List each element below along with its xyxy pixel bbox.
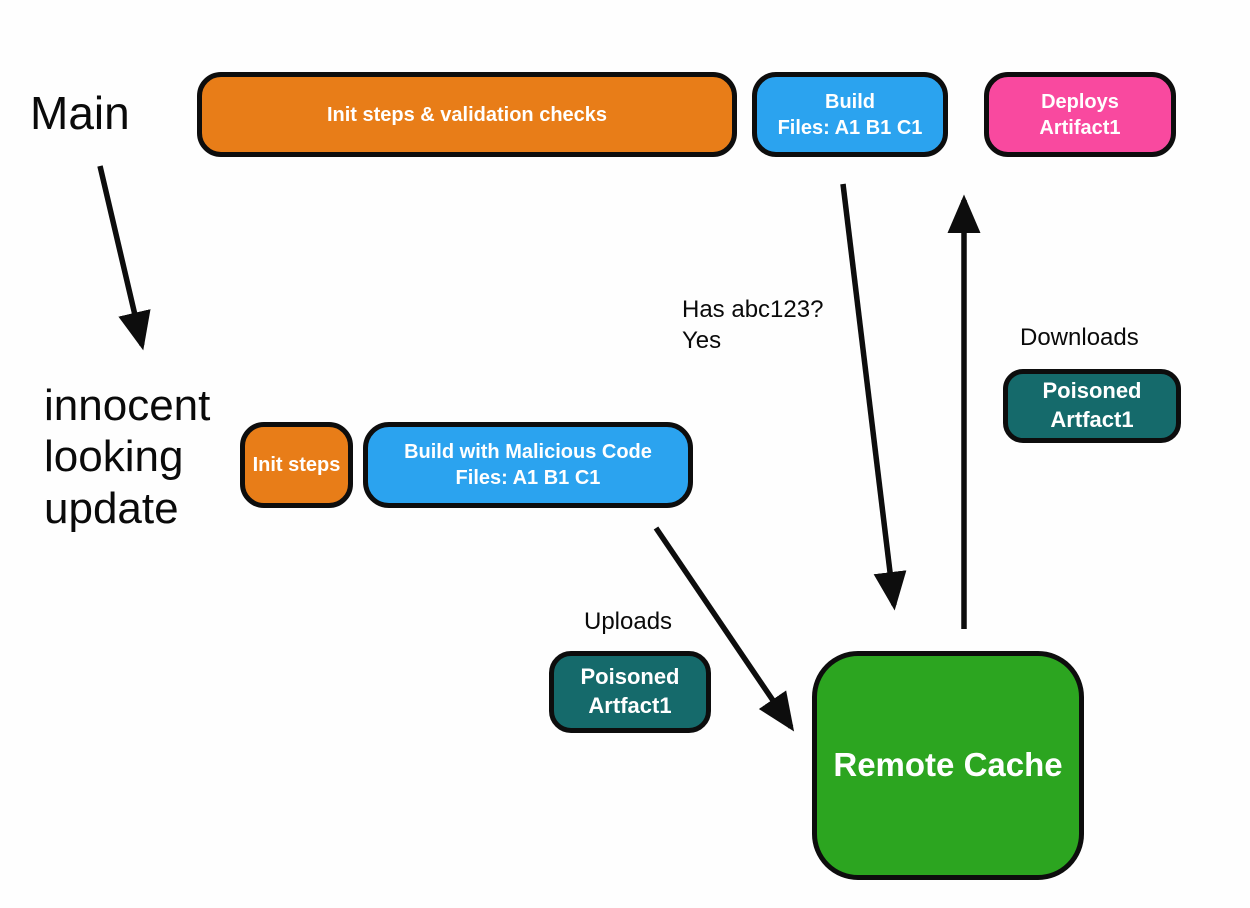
node-build-files: Build Files: A1 B1 C1 (752, 72, 948, 157)
node-deploys-artifact: Deploys Artifact1 (984, 72, 1176, 157)
node-poisoned-artifact-upload: Poisoned Artfact1 (549, 651, 711, 733)
node-init-validation-checks: Init steps & validation checks (197, 72, 737, 157)
label-innocent-looking-update: innocent looking update (44, 381, 211, 533)
node-init-steps: Init steps (240, 422, 353, 508)
arrow-build-to-cache (840, 183, 907, 611)
label-main-branch: Main (30, 87, 130, 139)
arrow-main-to-update (97, 165, 151, 351)
label-has-abc123-yes: Has abc123? Yes (682, 296, 824, 355)
label-uploads: Uploads (584, 608, 673, 635)
node-build-with-malicious-code: Build with Malicious Code Files: A1 B1 C… (363, 422, 693, 508)
node-remote-cache: Remote Cache (812, 651, 1084, 880)
node-poisoned-artifact-download: Poisoned Artfact1 (1003, 369, 1181, 443)
label-downloads: Downloads (1020, 324, 1139, 351)
